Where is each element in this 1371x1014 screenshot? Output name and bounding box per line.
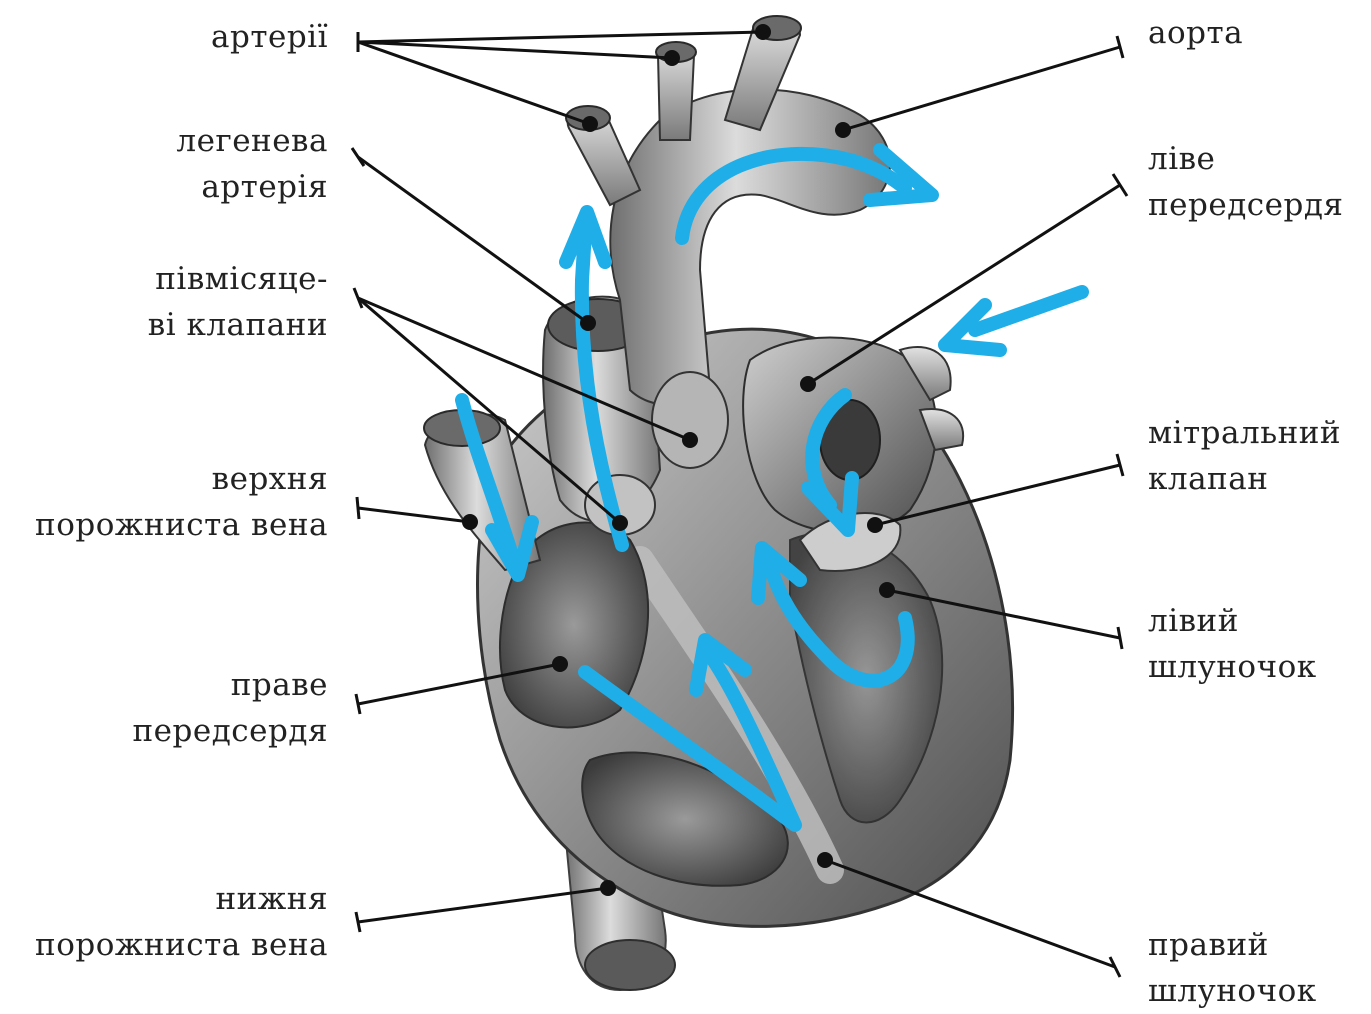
label-pulmonary-artery: легенева артерія <box>176 118 328 210</box>
leader-left-atrium <box>808 185 1120 384</box>
label-right-atrium: праве передсердя <box>133 662 328 754</box>
leader-arteries-1 <box>358 32 763 42</box>
label-mitral-valve-line-2: клапан <box>1148 456 1341 502</box>
label-inferior-vena-cava-line-1: нижня <box>35 876 328 922</box>
label-right-ventricle-line-2: шлуночок <box>1148 968 1317 1014</box>
label-mitral-valve: мітральний клапан <box>1148 410 1341 502</box>
label-right-atrium-line-2: передсердя <box>133 708 328 754</box>
label-right-atrium-line-1: праве <box>133 662 328 708</box>
flow-arrow-pulmonary-veins <box>975 292 1082 330</box>
label-right-ventricle: правий шлуночок <box>1148 922 1317 1014</box>
label-inferior-vena-cava-line-2: порожниста вена <box>35 922 328 968</box>
leader-pulmonary-artery <box>358 157 588 323</box>
label-aorta: аорта <box>1148 10 1243 56</box>
label-left-ventricle-line-1: лівий <box>1148 598 1317 644</box>
heart-illustration <box>424 16 1013 990</box>
label-left-atrium-line-2: передсердя <box>1148 182 1343 228</box>
label-semilunar-valves: півмісяце- ві клапани <box>148 256 328 348</box>
label-left-atrium-line-1: ліве <box>1148 136 1343 182</box>
label-left-ventricle-line-2: шлуночок <box>1148 644 1317 690</box>
label-right-ventricle-line-1: правий <box>1148 922 1317 968</box>
label-mitral-valve-line-1: мітральний <box>1148 410 1341 456</box>
leader-right-ventricle <box>825 860 1115 967</box>
leader-aorta <box>843 47 1120 130</box>
leader-arteries-3 <box>358 42 590 124</box>
label-inferior-vena-cava: нижня порожниста вена <box>35 876 328 968</box>
label-superior-vena-cava-line-2: порожниста вена <box>35 502 328 548</box>
label-semilunar-valves-line-2: ві клапани <box>148 302 328 348</box>
label-left-ventricle: лівий шлуночок <box>1148 598 1317 690</box>
label-superior-vena-cava-line-1: верхня <box>35 456 328 502</box>
label-pulmonary-artery-line-1: легенева <box>176 118 328 164</box>
label-superior-vena-cava: верхня порожниста вена <box>35 456 328 548</box>
label-pulmonary-artery-line-2: артерія <box>176 164 328 210</box>
leader-inferior-vena-cava <box>358 888 608 922</box>
label-semilunar-valves-line-1: півмісяце- <box>148 256 328 302</box>
label-arteries-line-1: артерії <box>211 14 328 60</box>
label-aorta-line-1: аорта <box>1148 10 1243 56</box>
leader-arteries-2 <box>358 42 672 58</box>
leader-superior-vena-cava <box>358 508 470 522</box>
label-left-atrium: ліве передсердя <box>1148 136 1343 228</box>
label-arteries: артерії <box>211 14 328 60</box>
